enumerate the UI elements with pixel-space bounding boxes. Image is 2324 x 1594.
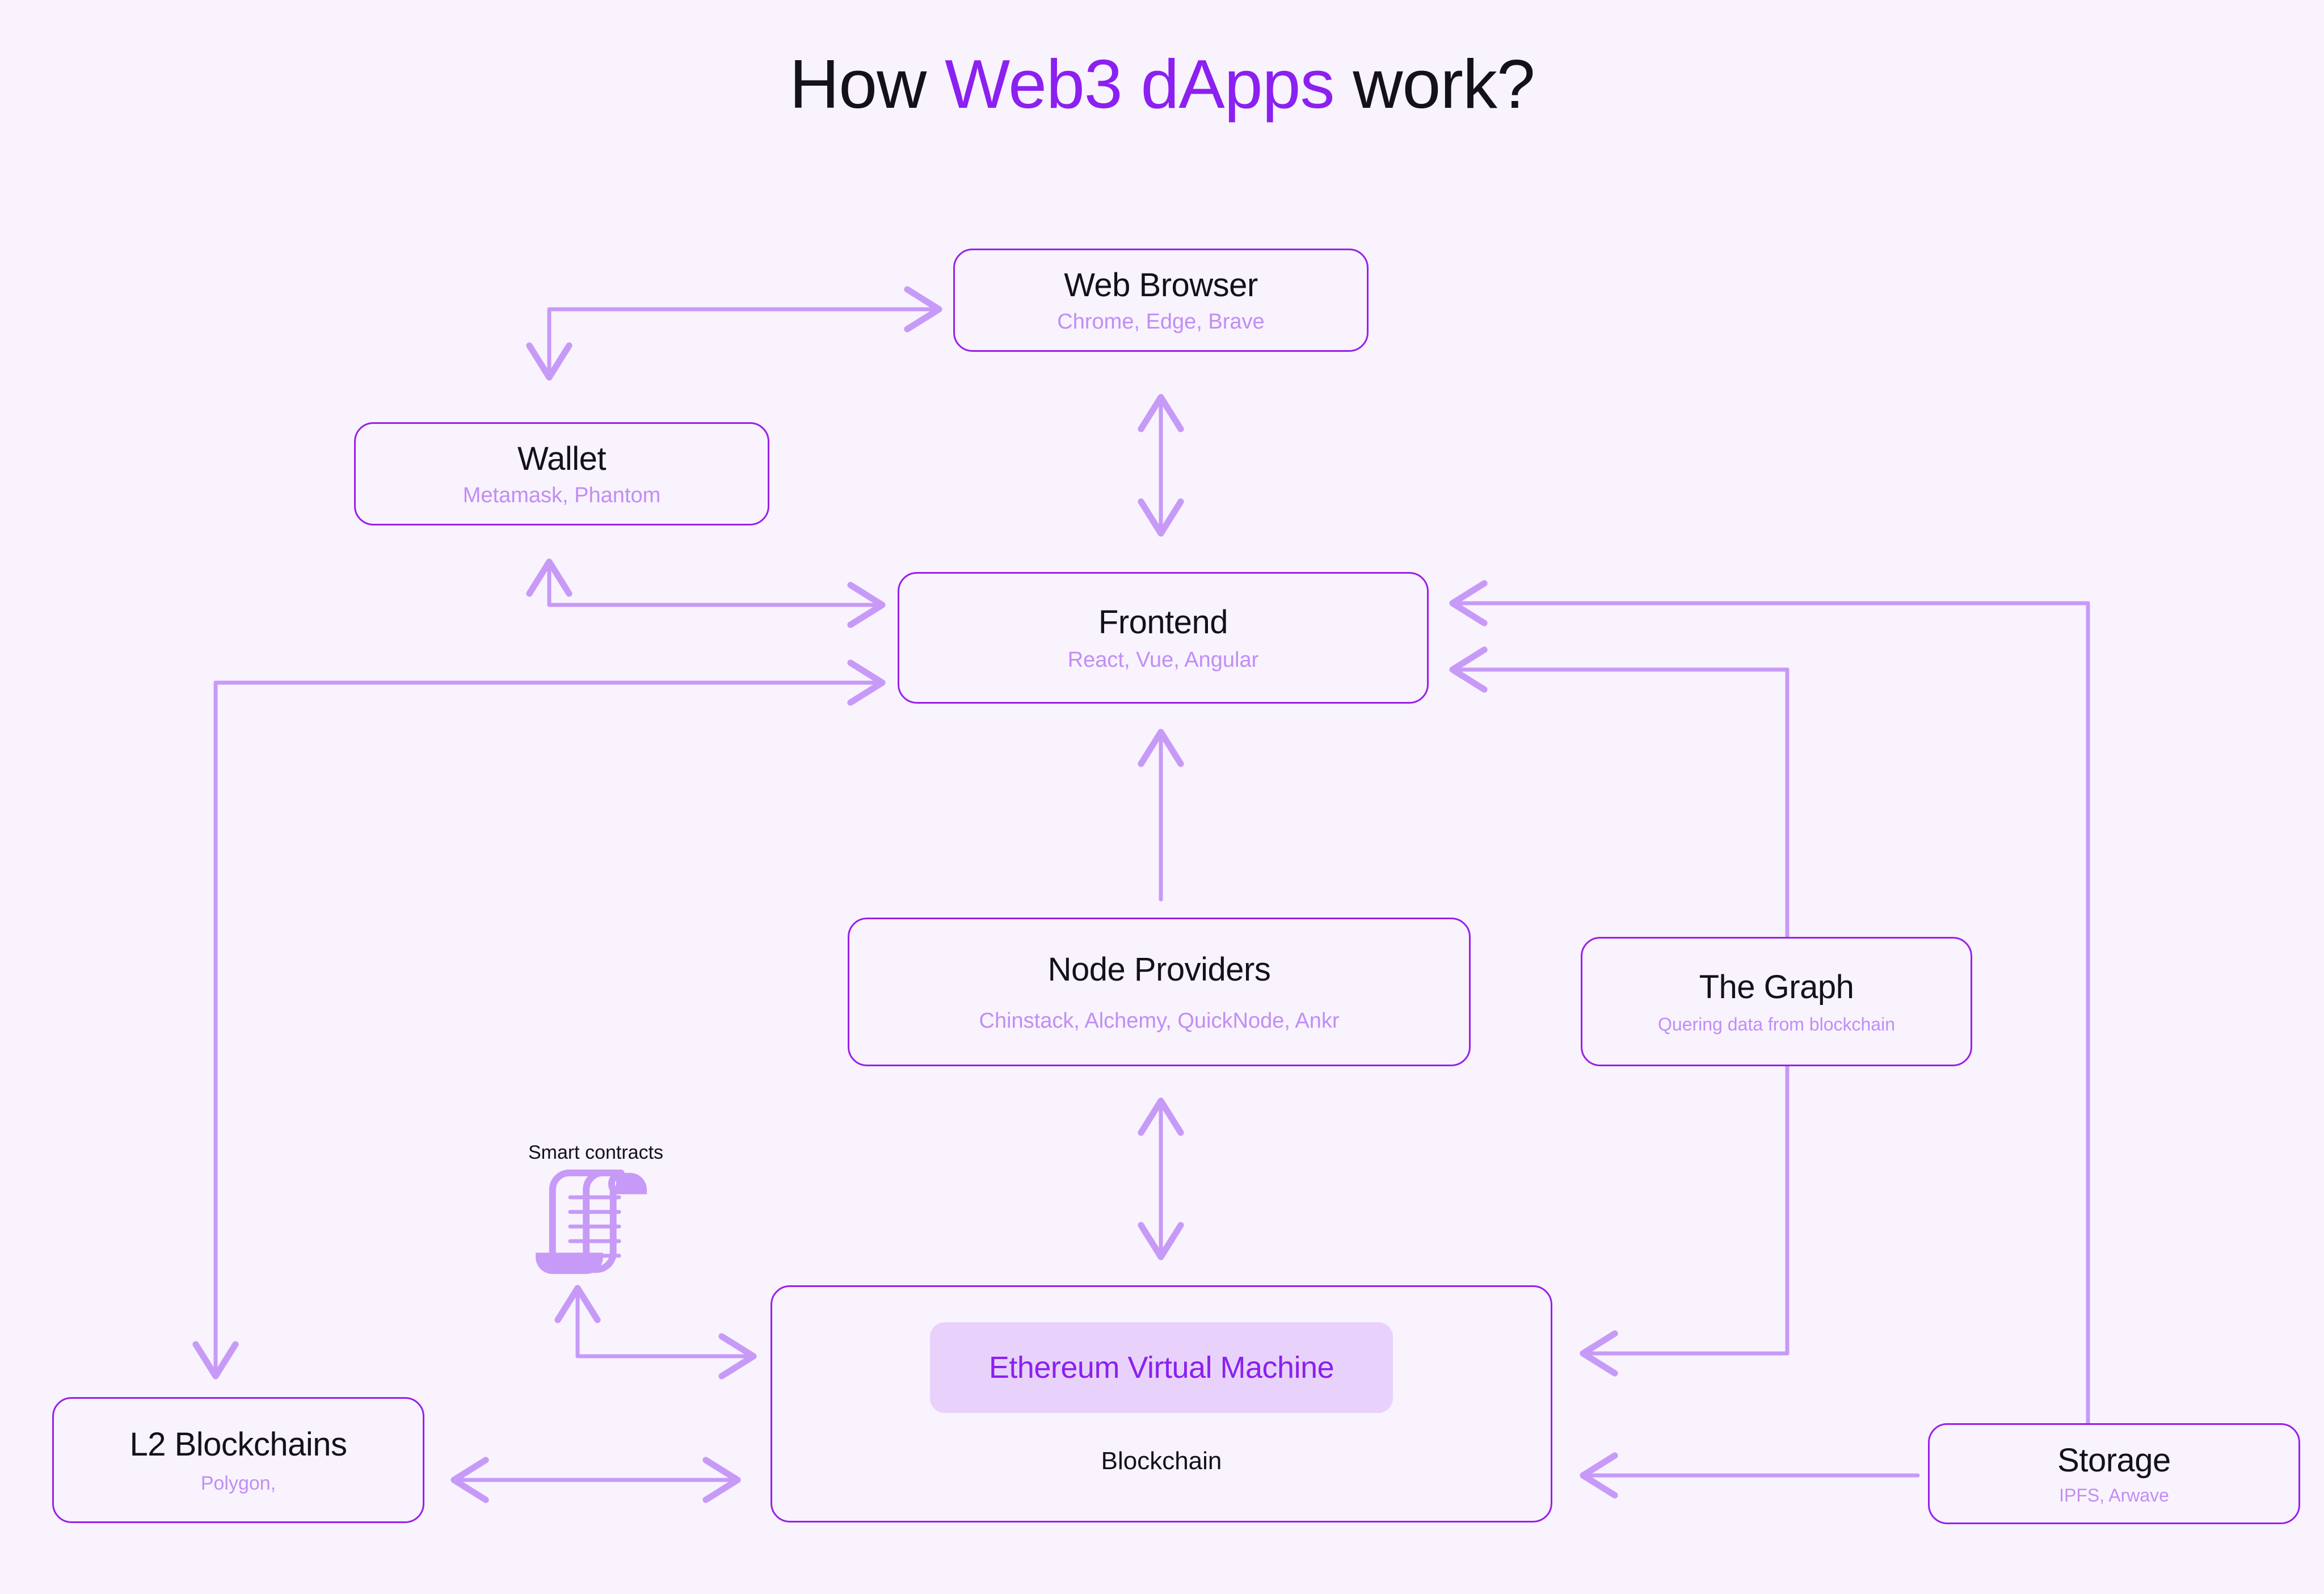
node-subtitle: Metamask, Phantom xyxy=(462,483,661,507)
node-title: Web Browser xyxy=(1064,267,1258,304)
node-title: Node Providers xyxy=(1047,951,1271,988)
node-storage[interactable]: Storage IPFS, Arwave xyxy=(1928,1423,2300,1524)
wire-thegraph-frontend xyxy=(1449,646,1790,939)
node-subtitle: Chrome, Edge, Brave xyxy=(1057,310,1265,334)
node-title: Wallet xyxy=(517,440,607,477)
smart-contracts-group: Smart contracts xyxy=(522,1142,670,1278)
title-lead: How xyxy=(789,45,945,123)
node-subtitle: Chinstack, Alchemy, QuickNode, Ankr xyxy=(979,1009,1340,1033)
node-title: Storage xyxy=(2057,1442,2171,1479)
scroll-document-icon xyxy=(536,1169,647,1275)
title-accent: Web3 dApps xyxy=(945,45,1334,123)
node-wallet[interactable]: Wallet Metamask, Phantom xyxy=(354,422,769,525)
node-node-providers[interactable]: Node Providers Chinstack, Alchemy, Quick… xyxy=(848,918,1471,1066)
node-subtitle: Polygon, xyxy=(200,1473,276,1494)
wire-blockchain-thegraph xyxy=(1580,1064,1790,1377)
node-subtitle: React, Vue, Angular xyxy=(1067,648,1259,672)
title-tail: work? xyxy=(1334,45,1535,123)
node-title: Frontend xyxy=(1098,604,1228,641)
node-ethereum-virtual-machine[interactable]: Ethereum Virtual Machine xyxy=(930,1322,1393,1413)
node-title: The Graph xyxy=(1699,969,1854,1006)
node-the-graph[interactable]: The Graph Quering data from blockchain xyxy=(1581,937,1972,1066)
blockchain-label: Blockchain xyxy=(1101,1447,1222,1475)
page-title: How Web3 dApps work? xyxy=(0,44,2324,124)
node-blockchain[interactable]: Ethereum Virtual Machine Blockchain xyxy=(771,1285,1552,1522)
wire-smartcontracts-blockchain xyxy=(554,1285,757,1379)
node-frontend[interactable]: Frontend React, Vue, Angular xyxy=(898,572,1429,704)
wire-wallet-frontend xyxy=(526,558,886,628)
node-title: L2 Blockchains xyxy=(129,1426,347,1463)
node-web-browser[interactable]: Web Browser Chrome, Edge, Brave xyxy=(953,249,1369,352)
smart-contracts-label: Smart contracts xyxy=(528,1142,664,1163)
node-subtitle: Quering data from blockchain xyxy=(1658,1014,1895,1034)
node-l2-blockchains[interactable]: L2 Blockchains Polygon, xyxy=(52,1397,424,1523)
node-subtitle: IPFS, Arwave xyxy=(2059,1485,2169,1505)
wire-browser-wallet xyxy=(526,286,942,381)
